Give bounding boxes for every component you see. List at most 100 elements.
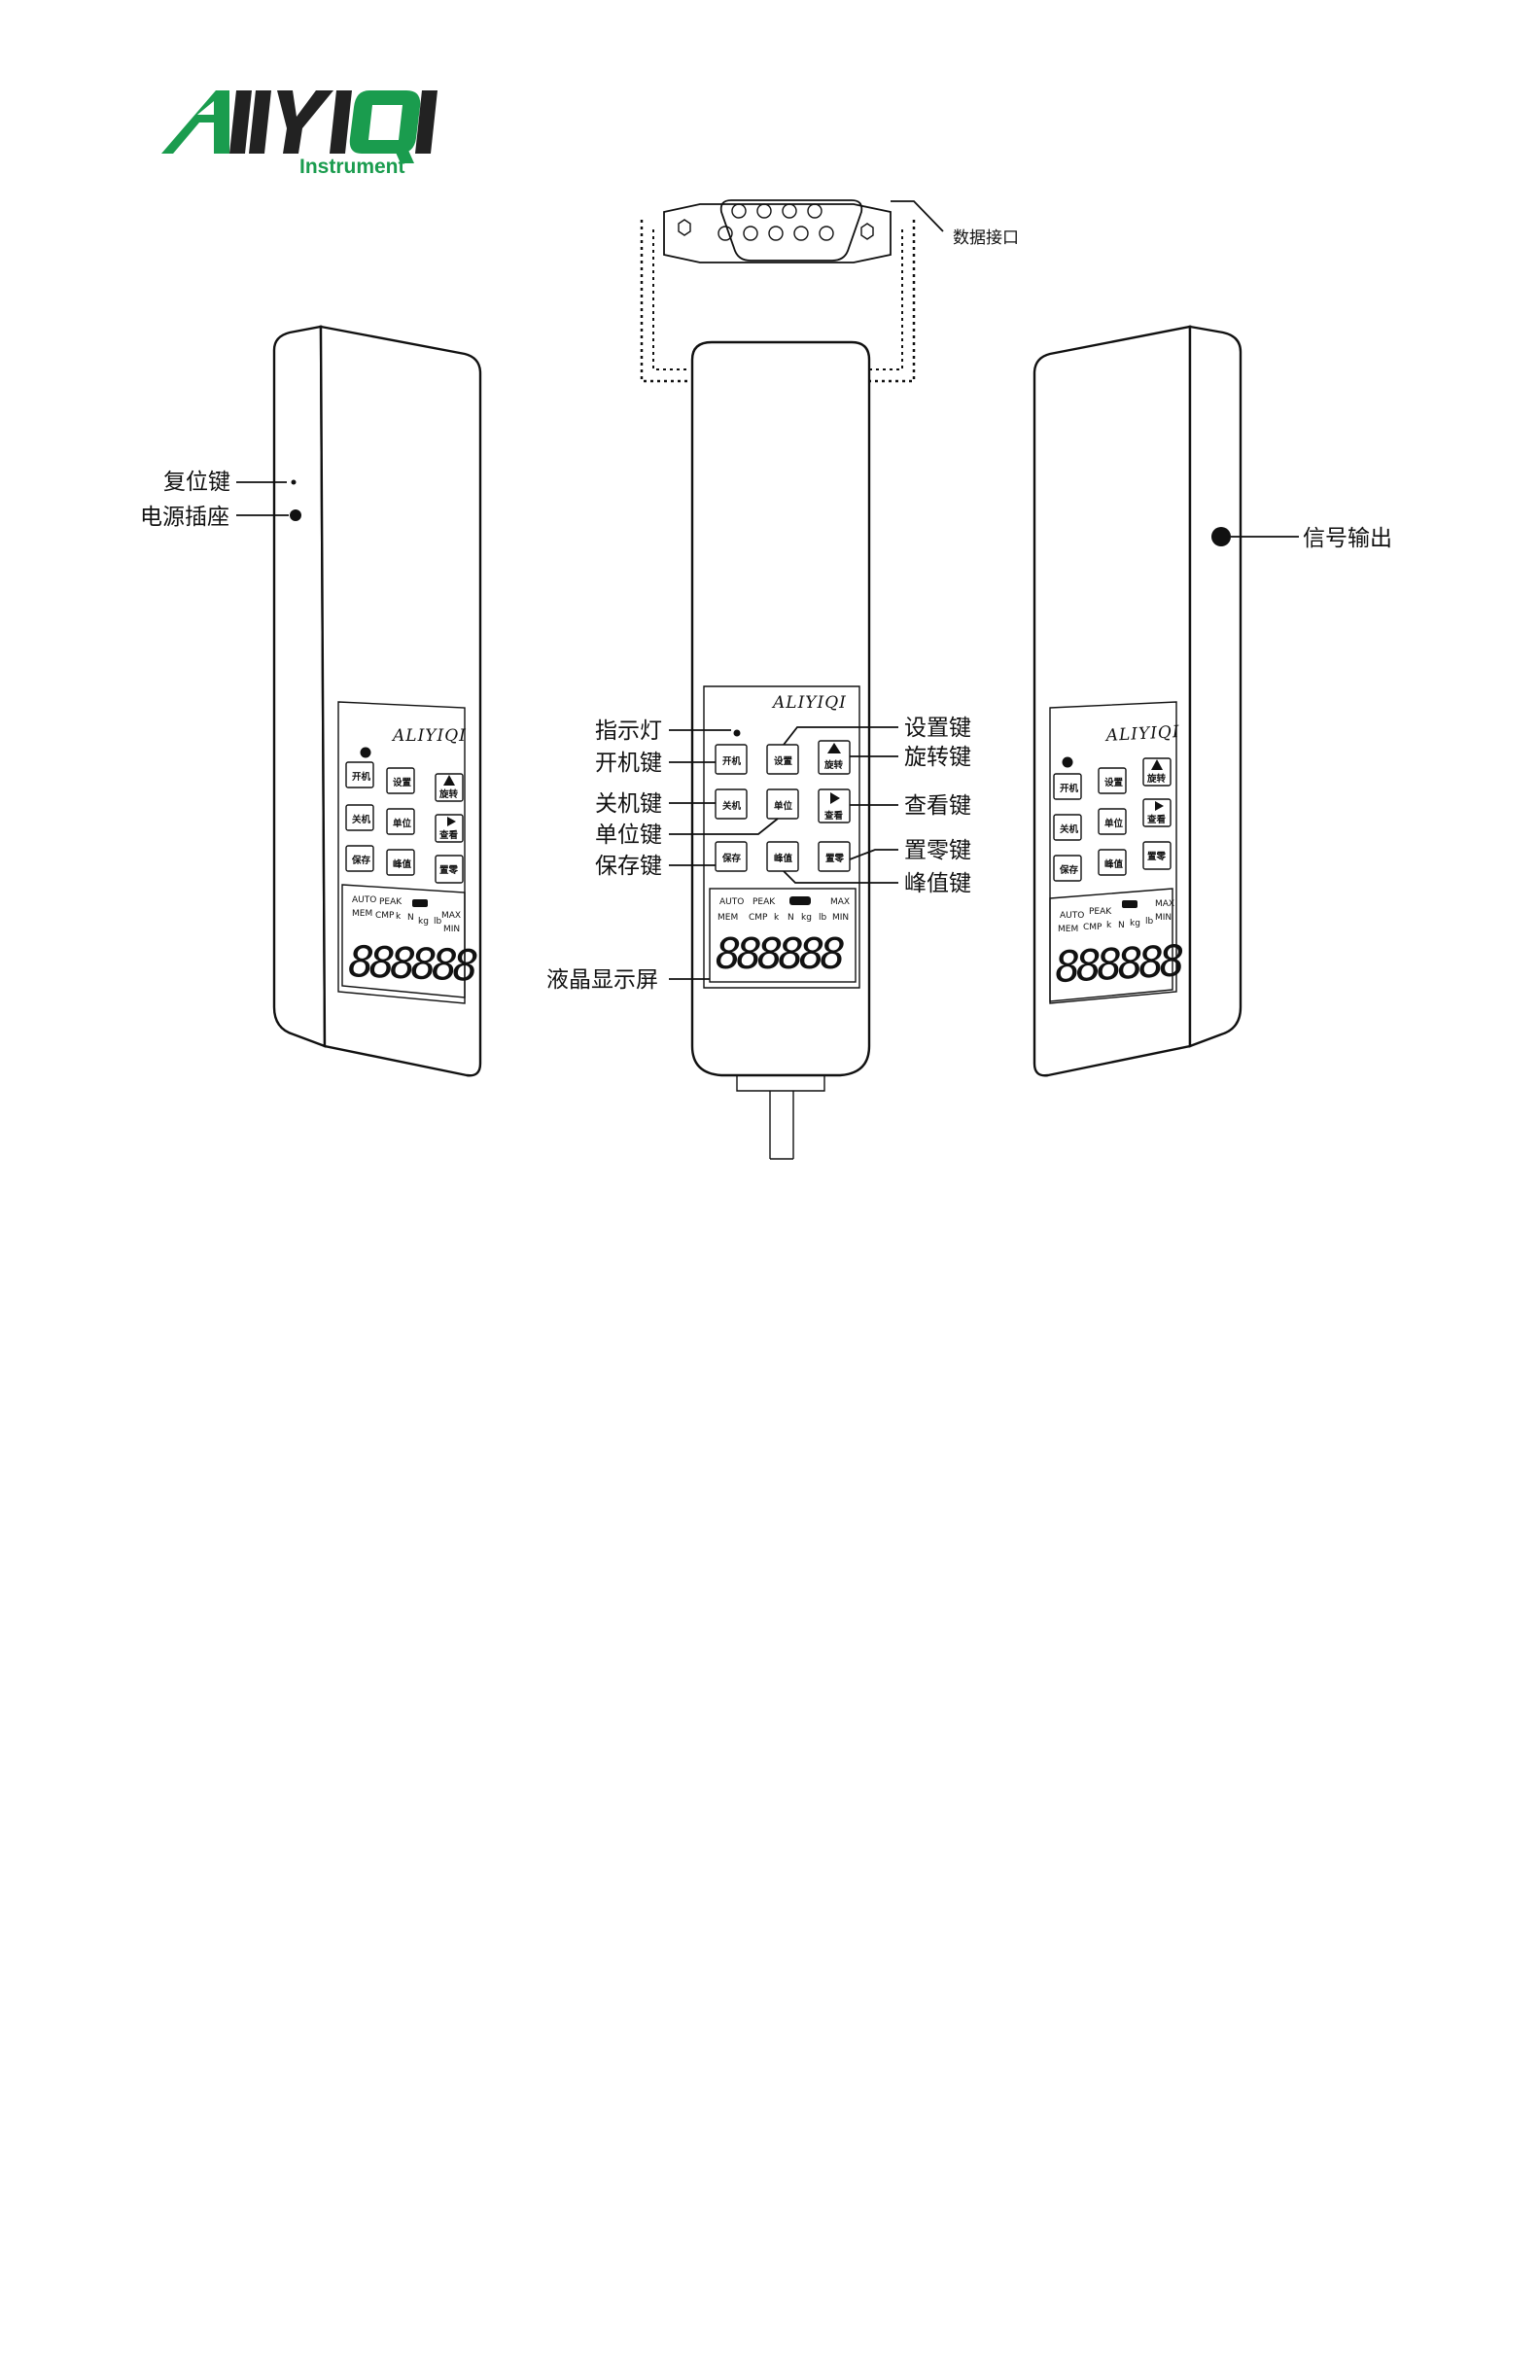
svg-text:N: N [788,913,794,923]
svg-text:N: N [407,913,414,923]
svg-text:k: k [774,913,780,923]
svg-text:设置: 设置 [774,755,793,767]
up-triangle-icon [827,743,841,753]
key-view[interactable] [818,788,851,823]
svg-text:保存: 保存 [721,853,742,864]
svg-text:置零: 置零 [1147,851,1167,862]
key-unit[interactable] [766,788,799,820]
label-view-key: 查看键 [904,793,971,819]
label-set-key: 设置键 [904,716,971,741]
svg-text:k: k [396,912,402,922]
svg-text:kg: kg [1130,919,1140,928]
svg-text:888888: 888888 [348,937,478,992]
brand-text: ALIYIQI [391,726,467,746]
key-peak[interactable] [766,841,799,872]
label-save-key: 保存键 [595,854,662,879]
svg-text:置零: 置零 [825,853,845,864]
svg-text:查看: 查看 [1146,814,1167,825]
logo-subtitle: Instrument [299,156,405,178]
right-triangle-icon [830,792,840,804]
label-rotate-key: 旋转键 [904,745,971,770]
svg-text:lb: lb [819,913,827,923]
battery-icon [789,896,811,905]
device-center: ALIYIQI 开机 设置 旋转 关机 单位 查看 保存 峰值 置零 AUTO … [546,340,971,1160]
aliyiqi-logo: Instrument [161,90,438,178]
svg-text:kg: kg [418,917,429,927]
svg-text:开机: 开机 [722,755,742,767]
svg-text:关机: 关机 [352,814,371,825]
svg-text:AUTO: AUTO [352,895,376,905]
svg-text:设置: 设置 [1104,777,1124,788]
svg-text:开机: 开机 [1060,783,1079,794]
db9-pins [718,203,834,241]
svg-text:AUTO: AUTO [1060,911,1084,921]
label-power-socket: 电源插座 [140,505,229,530]
svg-text:峰值: 峰值 [774,853,793,864]
svg-text:设置: 设置 [393,777,412,788]
reset-hole-icon [291,479,297,485]
key-zero[interactable] [818,841,851,872]
svg-text:峰值: 峰值 [393,858,412,870]
power-socket-icon [290,509,301,521]
brand-text: ALIYIQI [1103,722,1180,746]
label-zero-key: 置零键 [904,838,971,863]
svg-text:MEM: MEM [352,909,372,919]
svg-text:lb: lb [1145,917,1154,927]
svg-text:关机: 关机 [1060,823,1079,835]
label-peak-key: 峰值键 [904,871,971,896]
label-reset-key: 复位键 [163,470,230,495]
svg-text:旋转: 旋转 [1146,773,1167,785]
svg-text:单位: 单位 [1104,818,1124,829]
key-power-off[interactable] [715,788,748,820]
screw-right-icon [860,223,874,240]
svg-text:单位: 单位 [774,800,793,812]
svg-text:MIN: MIN [832,913,849,923]
brand-text: ALIYIQI [771,693,847,713]
svg-text:CMP: CMP [749,913,768,923]
svg-text:开机: 开机 [352,771,371,783]
svg-text:MAX: MAX [830,897,850,907]
svg-text:PEAK: PEAK [379,897,402,907]
svg-text:lb: lb [434,917,442,927]
svg-text:保存: 保存 [351,855,371,866]
svg-text:单位: 单位 [393,818,412,829]
svg-text:查看: 查看 [823,810,844,822]
svg-text:关机: 关机 [722,800,742,812]
label-indicator: 指示灯 [595,718,662,744]
device-right: 信号输出 ALIYIQI 开机 设置 旋转 关机 单位 查看 保存 峰值 置零 … [1032,325,1392,1077]
svg-text:k: k [1106,921,1112,930]
label-power-off-key: 关机键 [595,791,662,817]
key-save[interactable] [715,841,748,872]
svg-text:MIN: MIN [1155,913,1172,923]
svg-text:峰值: 峰值 [1104,858,1124,870]
svg-text:N: N [1118,921,1125,930]
svg-text:kg: kg [801,913,812,923]
lcd-screen [709,888,857,983]
label-power-on-key: 开机键 [595,751,662,776]
svg-text:MEM: MEM [718,913,738,923]
db9-connector: 数据接口 [640,199,1019,383]
svg-text:旋转: 旋转 [823,759,844,771]
svg-text:查看: 查看 [438,829,459,841]
key-set[interactable] [766,744,799,775]
label-lcd: 液晶显示屏 [546,967,658,993]
svg-text:888888: 888888 [1054,936,1185,993]
svg-text:MEM: MEM [1058,925,1078,934]
svg-text:MIN: MIN [443,925,460,934]
svg-text:PEAK: PEAK [752,897,776,907]
svg-text:旋转: 旋转 [438,788,459,800]
indicator-light-icon [733,729,741,737]
label-unit-key: 单位键 [595,822,662,848]
key-rotate[interactable] [818,740,851,775]
device-left: 复位键 电源插座 ALIYIQI 开机 设置 旋转 关机 单位 查看 保存 峰值… [140,325,482,1077]
svg-text:MAX: MAX [441,911,461,921]
svg-text:PEAK: PEAK [1089,907,1112,917]
svg-text:保存: 保存 [1059,864,1079,876]
lcd-digits: 888888 [716,929,844,979]
label-data-port: 数据接口 [953,228,1019,248]
key-power-on[interactable] [715,744,748,775]
svg-text:CMP: CMP [1083,923,1102,932]
svg-text:CMP: CMP [375,911,395,921]
svg-text:AUTO: AUTO [719,897,744,907]
